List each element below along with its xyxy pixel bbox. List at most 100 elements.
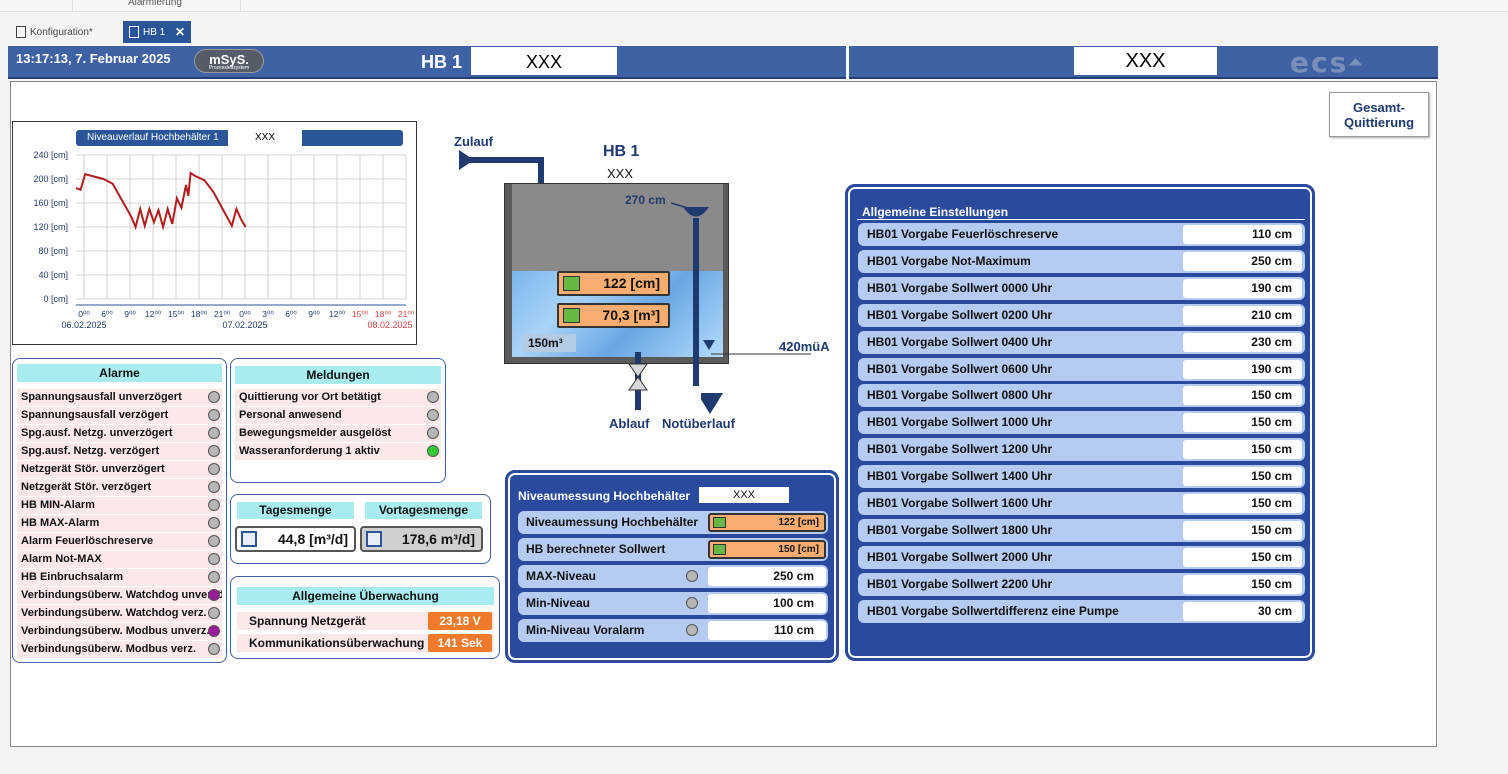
- x-tick-label: 18⁰⁰: [375, 309, 392, 319]
- alarm-row: HB MIN-Alarm: [17, 497, 222, 514]
- tab-hb1[interactable]: HB 1 ✕: [123, 21, 191, 43]
- einstellung-value-input[interactable]: 190 cm: [1183, 278, 1302, 298]
- tab-konfiguration[interactable]: Konfiguration*: [10, 21, 99, 43]
- einstellung-value-input[interactable]: 150 cm: [1183, 467, 1302, 487]
- einstellung-value-input[interactable]: 110 cm: [1183, 225, 1302, 244]
- x-tick-label: 6⁰⁰: [101, 309, 113, 319]
- level-value-display[interactable]: 122 [cm]: [557, 271, 670, 296]
- einstellung-row: HB01 Vorgabe Sollwert 0800 Uhr 150 cm: [858, 384, 1305, 408]
- x-tick-label: 3⁰⁰: [262, 309, 274, 319]
- einstellung-label: HB01 Vorgabe Sollwert 0200 Uhr: [867, 307, 1053, 322]
- y-tick-label: 80 [cm]: [38, 246, 68, 256]
- status-led-icon: [208, 535, 220, 547]
- volume-value-display[interactable]: 70,3 [m³]: [557, 303, 670, 328]
- page-title: HB 1: [421, 52, 463, 72]
- tagesmenge-value[interactable]: 44,8 [m³/d]: [235, 526, 356, 552]
- status-led-icon: [208, 625, 220, 637]
- status-led-icon: [208, 571, 220, 583]
- einstellung-value-input[interactable]: 150 cm: [1183, 547, 1302, 567]
- alarm-label: Netzgerät Stör. unverzögert: [21, 463, 165, 475]
- x-tick-label: 21⁰⁰: [214, 309, 231, 319]
- x-tick-label: 9⁰⁰: [124, 309, 136, 319]
- alarm-label: Alarm Feuerlöschreserve: [21, 535, 154, 547]
- document-settings-icon: [16, 26, 26, 38]
- header-bar: 13:17:13, 7. Februar 2025 mSyS.Prozessle…: [8, 46, 1438, 79]
- alarm-row: Spg.ausf. Netzg. unverzögert: [17, 425, 222, 442]
- vortagesmenge-value[interactable]: 178,6 m³/d]: [360, 526, 483, 552]
- niveau-label: HB berechneter Sollwert: [526, 542, 666, 556]
- einstellung-value-input[interactable]: 190 cm: [1183, 359, 1302, 379]
- x-date-label: 06.02.2025: [61, 320, 106, 330]
- einstellung-label: HB01 Vorgabe Feuerlöschreserve: [867, 227, 1059, 241]
- niveau-value[interactable]: 110 cm: [708, 621, 826, 640]
- alarme-header: Alarme: [17, 364, 222, 382]
- calculator-icon: [241, 531, 257, 547]
- alarm-label: HB Einbruchsalarm: [21, 571, 124, 583]
- status-led-icon: [427, 391, 439, 403]
- calculator-icon: [366, 531, 382, 547]
- niveau-value[interactable]: 250 cm: [708, 567, 826, 586]
- einstellung-label: HB01 Vorgabe Sollwert 0800 Uhr: [867, 388, 1053, 403]
- einstellung-value-input[interactable]: 210 cm: [1183, 305, 1302, 325]
- ecs-logo-wave-icon: ⏶: [1348, 52, 1365, 73]
- status-led-icon: [208, 391, 220, 403]
- niveau-value[interactable]: 100 cm: [708, 594, 826, 613]
- drain-valve[interactable]: [626, 352, 656, 412]
- niveau-value[interactable]: 122 [cm]: [708, 513, 826, 532]
- alarm-label: Verbindungsüberw. Modbus unverz.: [21, 625, 210, 637]
- status-led-icon: [686, 570, 698, 582]
- tagesmenge-label: Tagesmenge: [237, 502, 354, 519]
- niveaumessung-title-field: XXX: [699, 487, 789, 503]
- close-icon[interactable]: ✕: [174, 25, 185, 39]
- einstellung-label: HB01 Vorgabe Sollwert 1200 Uhr: [867, 442, 1053, 457]
- einstellung-value-input[interactable]: 230 cm: [1183, 332, 1302, 352]
- header-divider: [846, 46, 849, 79]
- gesamt-quittierung-button[interactable]: Gesamt- Quittierung: [1329, 92, 1429, 137]
- status-led-icon: [208, 463, 220, 475]
- einstellung-value-input[interactable]: 30 cm: [1183, 601, 1302, 621]
- gauge-icon: [563, 308, 580, 323]
- einstellung-row: HB01 Vorgabe Feuerlöschreserve 110 cm: [858, 223, 1305, 246]
- alarm-label: Spg.ausf. Netzg. verzögert: [21, 445, 160, 457]
- alarm-row: Verbindungsüberw. Watchdog unverzögert: [17, 587, 222, 604]
- alarm-row: Verbindungsüberw. Watchdog verz.: [17, 605, 222, 622]
- alarm-label: Netzgerät Stör. verzögert: [21, 481, 152, 493]
- niveaumessung-title: Niveaumessung Hochbehälter: [518, 489, 691, 503]
- niveau-value[interactable]: 150 [cm]: [708, 540, 826, 559]
- x-tick-label: 12⁰⁰: [145, 309, 162, 319]
- status-led-icon: [208, 553, 220, 565]
- einstellung-value-input[interactable]: 150 cm: [1183, 574, 1302, 594]
- einstellung-value-input[interactable]: 150 cm: [1183, 494, 1302, 513]
- chart-title: Niveauverlauf Hochbehälter 1: [87, 132, 219, 143]
- status-led-icon: [208, 409, 220, 421]
- zulauf-label: Zulauf: [454, 134, 493, 149]
- ablauf-label: Ablauf: [609, 416, 650, 431]
- gauge-icon: [563, 276, 580, 291]
- niveau-row: HB berechneter Sollwert 150 [cm]: [518, 538, 828, 561]
- status-led-icon: [208, 427, 220, 439]
- alarm-row: Verbindungsüberw. Modbus verz.: [17, 641, 222, 658]
- valve-icon: [628, 376, 648, 391]
- button-label: Gesamt- Quittierung: [1343, 100, 1415, 130]
- level-series-line: [75, 171, 247, 231]
- einstellung-value-input[interactable]: 250 cm: [1183, 251, 1302, 271]
- meldungen-header: Meldungen: [235, 366, 441, 384]
- tab-label: Konfiguration*: [30, 26, 93, 38]
- einstellung-value-input[interactable]: 150 cm: [1183, 386, 1302, 406]
- x-date-label: 08.02.2025: [367, 320, 412, 330]
- notueberlauf-label: Notüberlauf: [662, 416, 735, 431]
- ueberwachung-value: 141 Sek: [428, 634, 492, 652]
- datetime-display: 13:17:13, 7. Februar 2025: [16, 51, 171, 66]
- einstellung-value-input[interactable]: 150 cm: [1183, 413, 1302, 433]
- meldung-row: Quittierung vor Ort betätigt: [235, 389, 441, 406]
- header-field-2: XXX: [1074, 47, 1217, 75]
- y-tick-label: 240 [cm]: [33, 150, 68, 160]
- einstellung-value-input[interactable]: 150 cm: [1183, 440, 1302, 460]
- einstellung-value-input[interactable]: 150 cm: [1183, 520, 1302, 540]
